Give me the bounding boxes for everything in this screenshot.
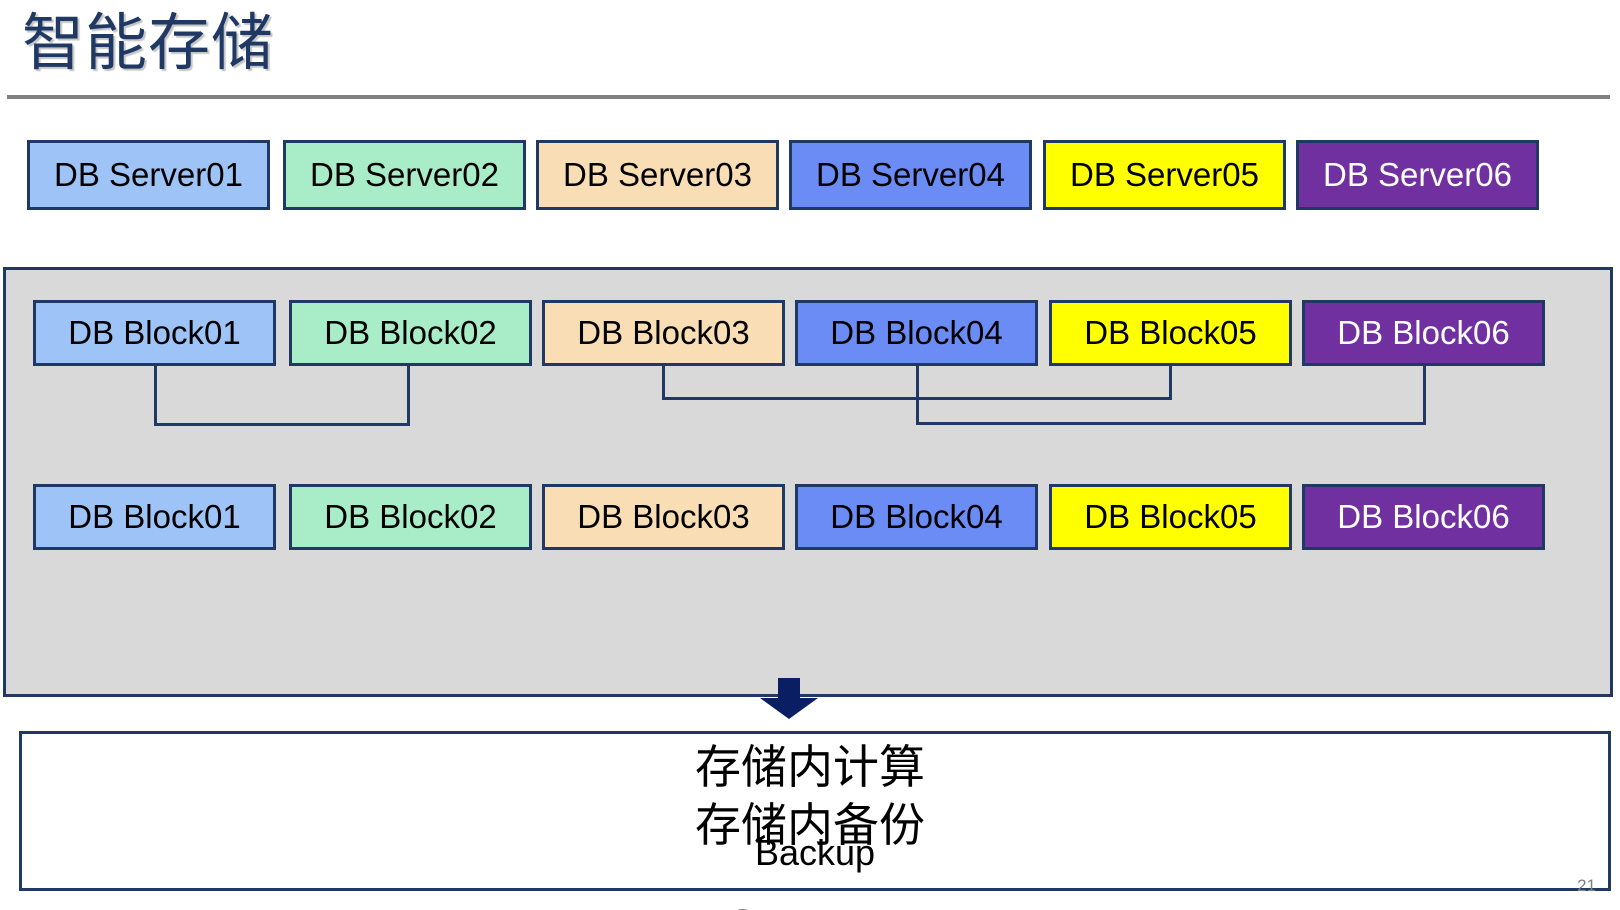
db-server-box-5[interactable]: DB Server05: [1043, 140, 1286, 210]
connector-stem-right-1: [407, 366, 410, 426]
page-title: 智能存储: [22, 9, 275, 78]
db-block-backup-box-4[interactable]: DB Block04: [795, 484, 1038, 550]
db-block-backup-box-5[interactable]: DB Block05: [1049, 484, 1292, 550]
db-server-box-4[interactable]: DB Server04: [789, 140, 1032, 210]
connector-stem-left-3: [916, 366, 919, 425]
connector-stem-right-2: [1169, 366, 1172, 400]
connector-stem-left-2: [662, 366, 665, 400]
db-server-box-6[interactable]: DB Server06: [1296, 140, 1539, 210]
db-block-top-box-2[interactable]: DB Block02: [289, 300, 532, 366]
db-block-top-box-5[interactable]: DB Block05: [1049, 300, 1292, 366]
db-block-top-box-4[interactable]: DB Block04: [795, 300, 1038, 366]
backup-label: Backup: [754, 832, 876, 873]
connector-stem-right-3: [1423, 366, 1426, 425]
db-block-top-box-3[interactable]: DB Block03: [542, 300, 785, 366]
title-divider: [7, 95, 1610, 99]
slide-caption: 存储内计算 存储内备份: [0, 738, 1620, 854]
storage-label: Storage: [6, 899, 1619, 910]
down-arrow-icon: [758, 678, 820, 720]
page-number: 21: [1577, 876, 1596, 895]
db-block-backup-box-1[interactable]: DB Block01: [33, 484, 276, 550]
db-block-backup-box-6[interactable]: DB Block06: [1302, 484, 1545, 550]
connector-bar-1: [154, 423, 410, 426]
db-block-top-box-6[interactable]: DB Block06: [1302, 300, 1545, 366]
db-block-top-box-1[interactable]: DB Block01: [33, 300, 276, 366]
db-server-box-3[interactable]: DB Server03: [536, 140, 779, 210]
caption-line-1: 存储内计算: [695, 741, 925, 793]
connector-bar-3: [916, 422, 1426, 425]
db-server-box-2[interactable]: DB Server02: [283, 140, 526, 210]
connector-stem-left-1: [154, 366, 157, 426]
db-block-backup-box-2[interactable]: DB Block02: [289, 484, 532, 550]
backup-container: Backup: [19, 731, 1611, 891]
db-server-box-1[interactable]: DB Server01: [27, 140, 270, 210]
db-block-backup-box-3[interactable]: DB Block03: [542, 484, 785, 550]
caption-line-2: 存储内备份: [695, 799, 925, 851]
